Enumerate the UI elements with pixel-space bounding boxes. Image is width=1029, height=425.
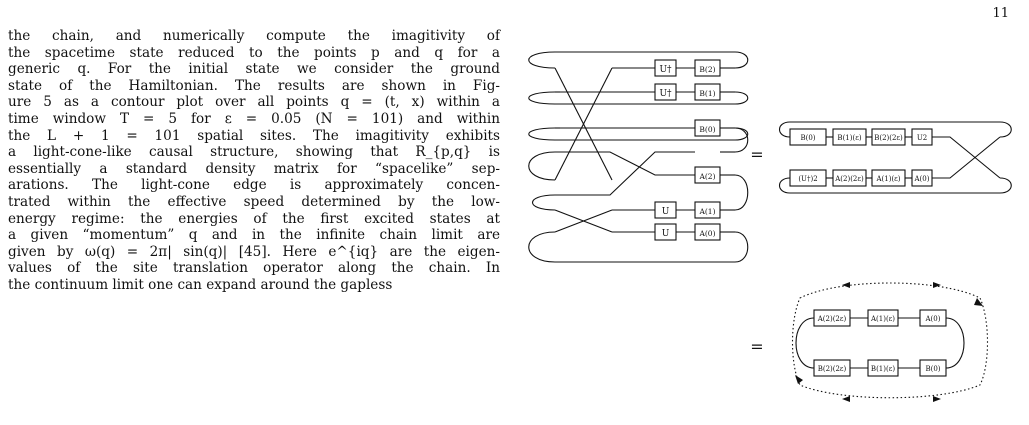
text-line: essentially a standard density matrix fo… bbox=[8, 160, 500, 177]
op-label: U† bbox=[659, 89, 672, 99]
tensor-label: B(2)(2ε) bbox=[874, 134, 903, 142]
text-line: generic q. For the initial state we cons… bbox=[8, 61, 500, 78]
tensor-box bbox=[919, 309, 947, 327]
tensor-label: B(0) bbox=[925, 365, 940, 373]
tensor-label: U2 bbox=[917, 134, 927, 142]
arrow-icon bbox=[795, 375, 803, 384]
arrow-icon bbox=[933, 396, 941, 402]
state-label: A(0) bbox=[698, 229, 715, 238]
tensor-box bbox=[867, 359, 899, 377]
state-label: B(0) bbox=[699, 125, 715, 134]
state-box-a2 bbox=[694, 166, 721, 184]
tensor-label: B(1)(ε) bbox=[837, 134, 861, 142]
page-number: 11 bbox=[992, 6, 1009, 21]
op-box-udag-2 bbox=[654, 83, 677, 101]
tensor-label: A(2)(2ε) bbox=[834, 175, 864, 183]
equals-sign-bottom: = bbox=[750, 337, 763, 356]
right-top-boxes bbox=[789, 128, 933, 187]
text-line: a given “momentum” q and in the infinite… bbox=[8, 227, 500, 244]
tensor-box bbox=[867, 309, 899, 327]
op-label: U† bbox=[659, 65, 672, 75]
text-line: energy regime: the energies of the first… bbox=[8, 210, 500, 227]
left-diagram-labels: U† B(2) U† B(1) B(0) A(2) U A(1) U A(0) bbox=[659, 65, 715, 239]
equals-sign-top: = bbox=[750, 145, 763, 164]
arrow-icon bbox=[933, 282, 941, 288]
text-line: the L + 1 = 101 spatial sites. The imagi… bbox=[8, 127, 500, 144]
tensor-box bbox=[813, 309, 851, 327]
state-box-a1 bbox=[694, 201, 721, 219]
text-line: the continuum limit one can expand aroun… bbox=[8, 276, 393, 293]
right-top-wires bbox=[778, 121, 1012, 194]
tensor-label: A(0) bbox=[914, 175, 930, 183]
right-top-labels: B(0) B(1)(ε) B(2)(2ε) U2 (U†)2 A(2)(2ε) … bbox=[798, 134, 929, 183]
tensor-box bbox=[911, 169, 933, 187]
tensor-label: A(1)(ε) bbox=[870, 315, 895, 323]
arrow-icon bbox=[842, 282, 850, 288]
text-line: ure 5 as a contour plot over all points … bbox=[8, 94, 500, 111]
text-line: a light-cone-like causal structure, show… bbox=[8, 144, 500, 161]
state-box-a0 bbox=[694, 223, 721, 241]
state-label: B(2) bbox=[699, 65, 715, 74]
state-box-b2 bbox=[694, 59, 721, 77]
op-box-udag-1 bbox=[654, 59, 677, 77]
text-line: values of the site translation operator … bbox=[8, 260, 500, 277]
state-box-b0 bbox=[694, 119, 721, 137]
text-line: the spacetime state reduced to the point… bbox=[8, 44, 500, 61]
text-line: time window T = 5 for ε = 0.05 (N = 101)… bbox=[8, 110, 500, 127]
tensor-box bbox=[832, 169, 867, 187]
state-label: A(1) bbox=[698, 207, 715, 216]
ring-wires bbox=[795, 317, 965, 369]
tensor-box bbox=[919, 359, 947, 377]
text-line: state of the Hamiltonian. The results ar… bbox=[8, 77, 500, 94]
state-label: B(1) bbox=[699, 89, 715, 98]
arrow-icon bbox=[974, 298, 983, 306]
state-box-b1 bbox=[694, 83, 721, 101]
op-box-u-1 bbox=[654, 201, 677, 219]
state-label: A(2) bbox=[698, 172, 715, 181]
tensor-label: A(1)(ε) bbox=[875, 175, 900, 183]
tensor-label: A(0) bbox=[925, 315, 941, 323]
tensor-box bbox=[871, 128, 906, 146]
tensor-box bbox=[832, 128, 867, 146]
op-label: U bbox=[662, 229, 670, 239]
tensor-box bbox=[871, 169, 906, 187]
text-line: given by ω(q) = 2π| sin(q)| [45]. Here e… bbox=[8, 243, 500, 260]
text-line: the chain, and numerically compute the i… bbox=[8, 28, 500, 44]
tensor-box bbox=[911, 128, 933, 146]
tensor-label: B(1)(ε) bbox=[871, 365, 895, 373]
left-diagram-boxes bbox=[654, 59, 721, 241]
ring-arrowheads bbox=[795, 282, 983, 402]
tensor-label: B(2)(2ε) bbox=[818, 365, 847, 373]
tensor-label: B(0) bbox=[800, 134, 815, 142]
tensor-box bbox=[789, 169, 827, 187]
text-line: trated within the effective speed determ… bbox=[8, 193, 500, 210]
tensor-label: (U†)2 bbox=[798, 175, 817, 183]
arrow-icon bbox=[842, 396, 850, 402]
op-box-u-2 bbox=[654, 223, 677, 241]
op-label: U bbox=[662, 207, 670, 217]
ring-boxes bbox=[813, 309, 947, 377]
ring-dotted-arcs bbox=[791, 282, 989, 399]
left-diagram-wires bbox=[528, 51, 749, 263]
ring-labels: A(2)(2ε) A(1)(ε) A(0) B(2)(2ε) B(1)(ε) B… bbox=[817, 315, 941, 373]
body-paragraph: the chain, and numerically compute the i… bbox=[8, 28, 500, 294]
tensor-box bbox=[813, 359, 851, 377]
tensor-box bbox=[789, 128, 827, 146]
tensor-label: A(2)(2ε) bbox=[817, 315, 847, 323]
text-line: arations. The light-cone edge is approxi… bbox=[8, 177, 500, 194]
